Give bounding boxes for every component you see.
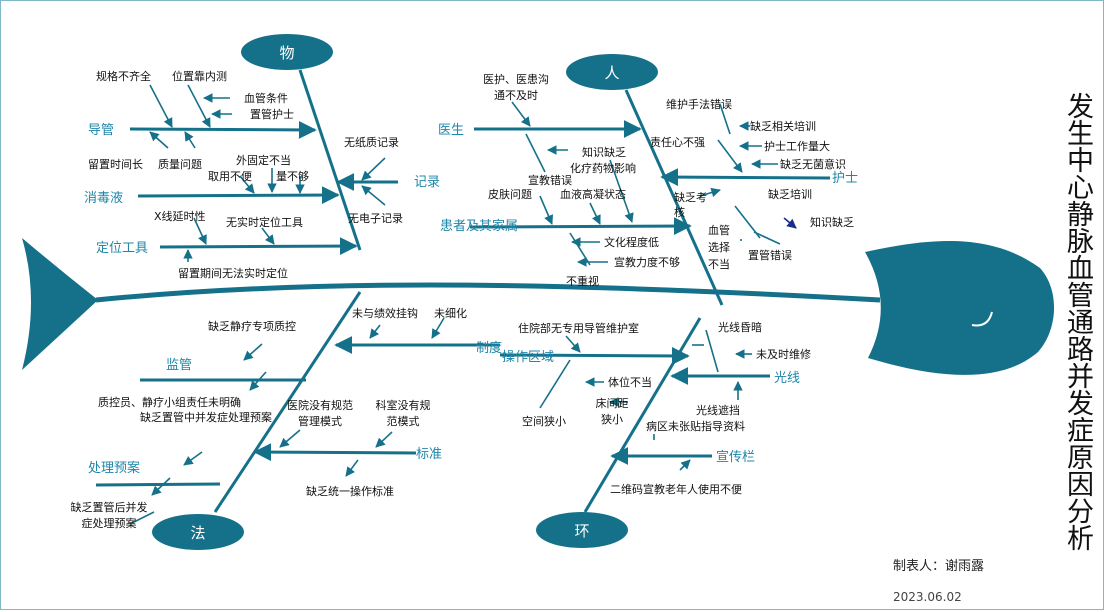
category-guangxian: 光线 [774,371,800,386]
cause-zhiguanhoubingfa: 缺乏置管后并发症处理预案 [70,501,148,530]
cause-guangxianzhedang: 光线遮挡 [696,403,740,417]
cause-zhiguanbingfa: 缺乏置管中并发症处理预案 [140,411,272,424]
cause-jixiaoguagou: 未与绩效挂钩 [352,306,418,320]
maker-credit: 制表人：谢雨露 [893,559,985,574]
cause-guige: 规格不齐全 [96,69,151,83]
cause-quefaxiangguan: 缺乏相关培训 [750,119,816,133]
fish-tail [22,238,98,370]
cause-xueguantiaojian: 血管条件 [244,91,288,105]
cause-tiweibudang: 体位不当 [608,375,652,389]
fish-head [865,241,1055,375]
category-caozuoquyu: 操作区域 [502,349,554,365]
cause-zhiguanhushi: 置管护士 [250,107,294,121]
cause-yihugoutong: 医护、医患沟通不及时 [483,73,549,102]
cause-wenhuachengdu: 文化程度低 [604,235,659,249]
category-daoguan: 导管 [88,123,114,138]
cause-zhikongyuan: 质控员、静疗小组责任未明确 [98,395,241,409]
cause-liuzhishijian: 留置时间长 [88,158,143,171]
cause-quefapeixun: 缺乏培训 [768,187,812,201]
category-xiaoduye: 消毒液 [84,191,123,206]
cause-quefajingliao: 缺乏静疗专项质控 [208,319,296,333]
cause-keshiguifan: 科室没有规范模式 [375,399,431,428]
head-ellipse-huan [536,512,628,548]
category-chulijia: 处理预案 [88,461,140,476]
cause-quefawujun: 缺乏无菌意识 [780,157,846,171]
head-ellipse-ren [566,54,658,90]
cause-wushishi: 无实时定位工具 [226,215,303,229]
head-label-fa: 法 [190,524,205,542]
cause-bingquweizhangtie: 病区未张贴指导资料 [646,419,745,433]
diagram-title: 发生中心静脉血管通路并发症原因分析 [1062,92,1093,551]
category-dingweigongju: 定位工具 [96,241,148,256]
cause-weizhi: 位置靠内测 [172,69,227,83]
cause-zhiguancuowu: 置管错误 [748,248,792,262]
category-xuanchuanlan: 宣传栏 [716,449,755,465]
cause-weixihua: 未细化 [434,306,467,320]
cause-wudianzi: 无电子记录 [348,212,403,225]
head-label-wu: 物 [279,44,294,62]
cause-xuanjiaocuowu: 宣教错误 [528,173,572,187]
cause-buzhongshi: 不重视 [566,274,599,288]
cause-yiyuanguifan: 医院没有规范管理模式 [287,399,353,428]
cause-qubianbuyong: 取用不便 [208,170,252,183]
cause-zhishiquefa-nurse: 知识缺乏 [810,215,854,229]
fish-spine [95,282,881,303]
category-hushi: 护士 [832,171,858,186]
cause-liuzhiqijian: 留置期间无法实时定位 [178,266,288,280]
cause-weihushoufa: 维护手法错误 [666,97,732,111]
cause-xuanjiaolidu: 宣教力度不够 [614,255,680,269]
cause-zhuyuanbu: 住院部无专用导管维护室 [518,321,639,335]
date-stamp: 2023.06.02 [893,590,962,604]
cause-wuzhizhi: 无纸质记录 [344,136,399,149]
cause-guangxianhunan: 光线昏暗 [718,320,762,334]
head-ellipse-wu [241,34,333,70]
cause-kongjianxiaxiao: 空间狭小 [522,414,566,428]
cause-quefakaohe: 缺乏考核 [674,191,707,219]
cause-zhishiquefa-doc: 知识缺乏 [582,145,626,159]
cause-weijishi: 未及时维修 [756,347,811,361]
cause-pifuwenti: 皮肤问题 [488,187,532,201]
cause-liangbugou: 量不够 [276,170,309,183]
category-huanzhe: 患者及其家属 [440,219,519,234]
cause-zhiliangwenti: 质量问题 [158,158,202,171]
cause-xueguanxuanze: 血管选择不当 [708,224,730,271]
category-biaozhun: 标准 [416,447,442,462]
fish-eye [971,311,993,327]
head-ellipse-fa [152,514,244,550]
cause-hualiaoyaowu: 化疗药物影响 [570,161,636,175]
cause-quefatongyi: 缺乏统一操作标准 [306,485,394,498]
category-jilu: 记录 [414,175,440,190]
cause-xueyegaoning: 血液高凝状态 [560,187,626,201]
cause-hushigongzuo: 护士工作量大 [764,139,830,153]
category-yisheng: 医生 [438,123,464,138]
category-zhidu: 制度 [476,340,502,356]
head-label-ren: 人 [604,64,619,82]
cause-waigudingbudang: 外固定不当 [236,153,291,167]
cause-erweima: 二维码宣教老年人使用不便 [610,482,742,496]
head-label-huan: 环 [574,522,589,540]
cause-chuangjianju: 床间距狭小 [595,397,629,426]
cause-zerenxin: 责任心不强 [650,136,705,149]
cause-xxianyanshi: X线延时性 [154,209,206,223]
category-jianguan: 监管 [166,358,192,373]
